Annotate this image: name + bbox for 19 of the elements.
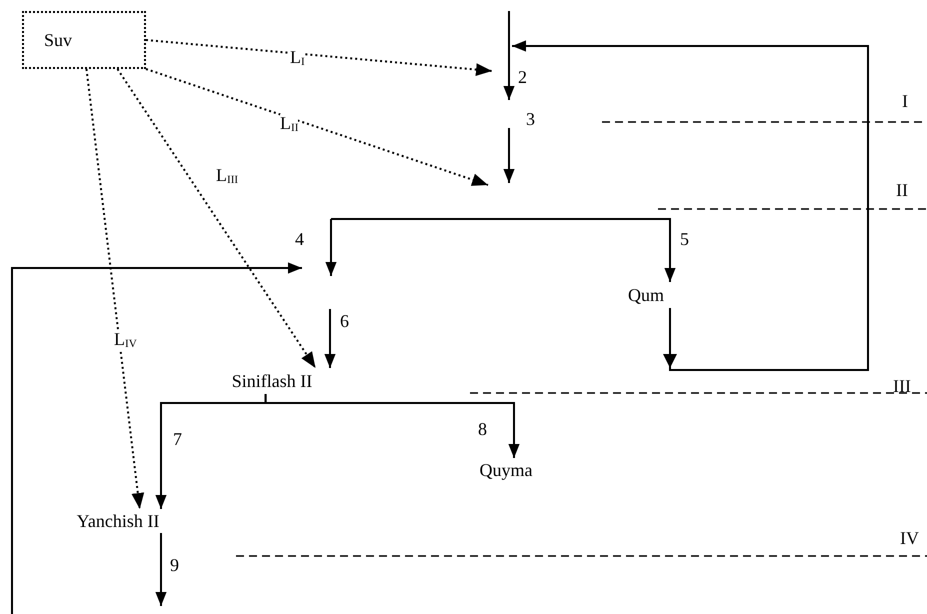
edge-label: 7 [173,430,182,448]
edge-label: 5 [680,230,689,248]
level-label: IV [900,529,919,547]
edge-label: 6 [340,312,349,330]
stream-label: Qum [628,286,664,304]
level-label: III [893,377,911,395]
stream-number: 2 [518,68,527,86]
edge-label: 8 [478,420,487,438]
process-label: Siniflash II [232,372,312,390]
stream-number: 3 [526,110,535,128]
edge-label: 9 [170,556,179,574]
process-label: Yanchish II [76,512,160,530]
level-label: II [896,181,908,199]
process-box [22,11,146,69]
node-label: Suv [44,31,72,49]
level-label: I [902,92,908,110]
stream-number: 4 [295,230,304,248]
edge-label: L$_{IV}$ [114,330,137,350]
stream-label: Quyma [480,461,532,479]
